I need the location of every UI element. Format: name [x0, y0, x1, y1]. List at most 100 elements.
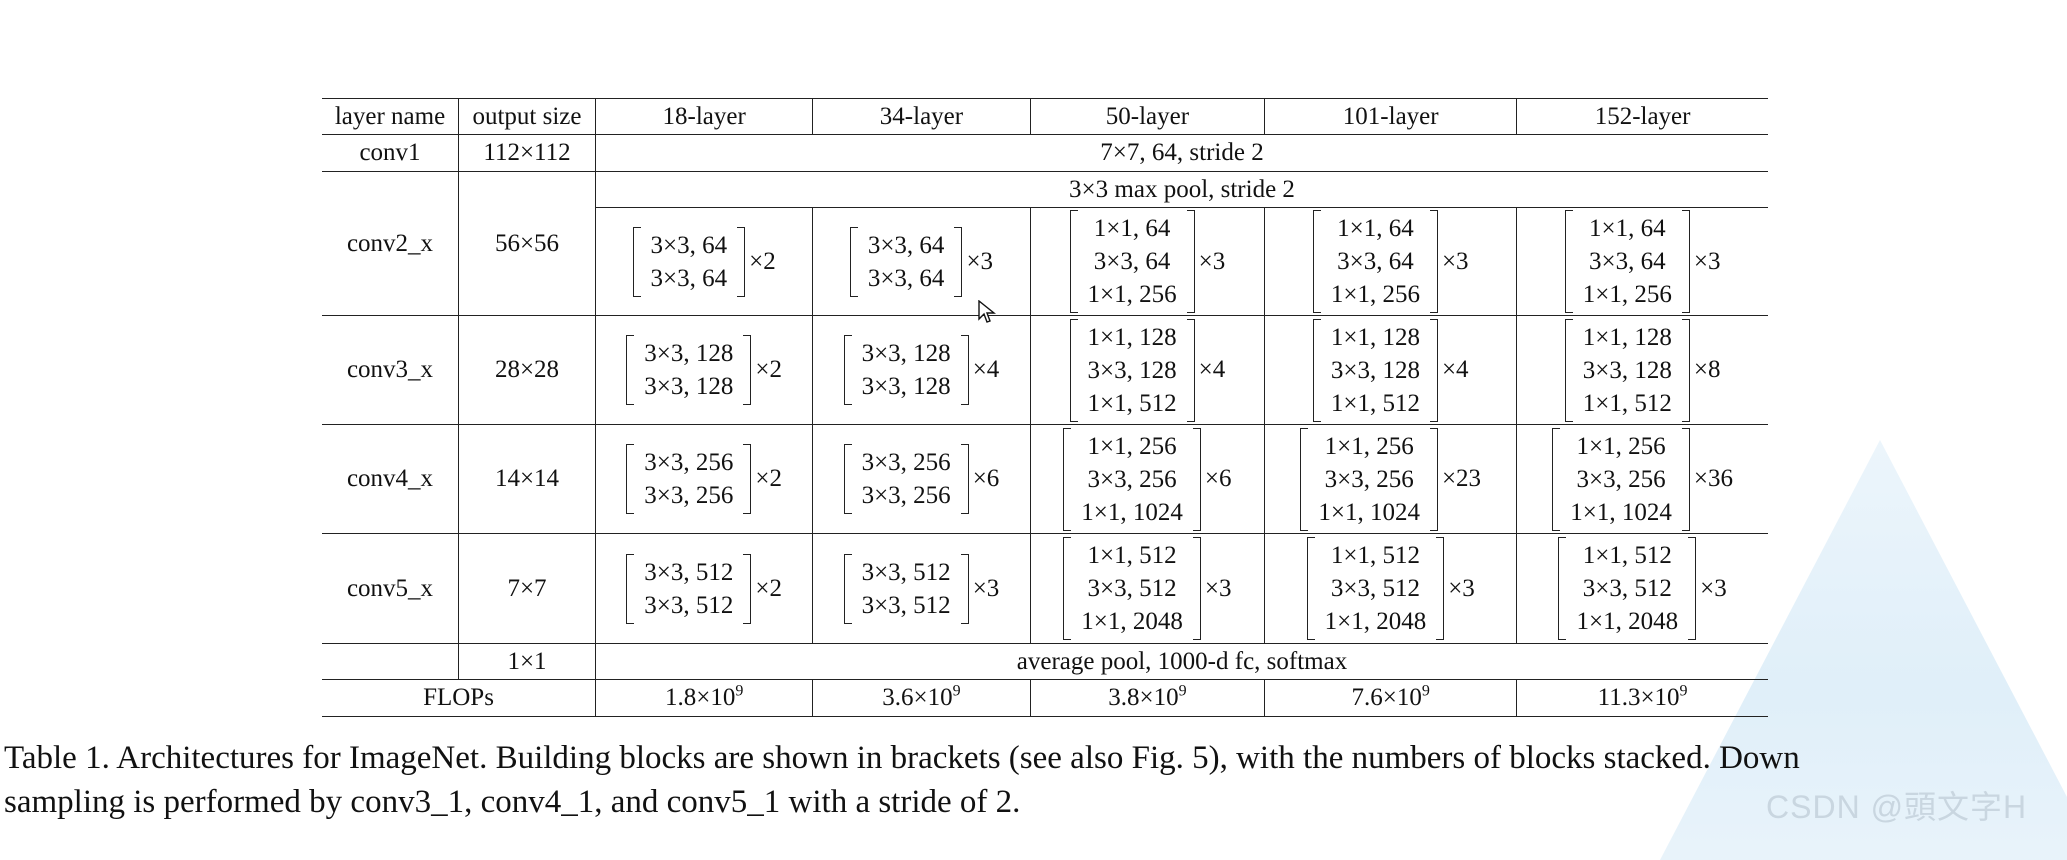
block-layer: 1×1, 128	[1087, 323, 1177, 351]
repeat-count: ×3	[1441, 247, 1469, 275]
repeat-count: ×4	[1198, 356, 1226, 384]
bracket: 3×3, 64 3×3, 64	[849, 226, 963, 297]
block-layer: 3×3, 256	[644, 482, 734, 509]
block-layer: 3×3, 64	[1093, 248, 1171, 275]
bracket: 1×1, 128 3×3, 128 1×1, 512	[1564, 318, 1690, 422]
caption-line: sampling is performed by conv3_1, conv4_…	[4, 784, 1021, 820]
block-layer: 3×3, 128	[861, 373, 951, 400]
block-layer: 1×1, 1024	[1570, 498, 1672, 526]
layer-name: conv1	[322, 134, 459, 172]
block-layer: 1×1, 256	[1324, 432, 1414, 460]
block-layer: 3×3, 128	[644, 340, 734, 367]
flops-label: FLOPs	[322, 679, 596, 717]
block-cell: 1×1, 64 3×3, 64 1×1, 256 ×3	[1029, 207, 1266, 316]
repeat-count: ×3	[1198, 247, 1226, 275]
block-layer: 3×3, 128	[1582, 356, 1672, 384]
output-size: 56×56	[458, 171, 596, 316]
mouse-cursor-icon	[978, 300, 996, 323]
repeat-count: ×8	[1693, 356, 1721, 384]
residual-block: 1×1, 64 3×3, 64 1×1, 256 ×3	[1069, 210, 1226, 313]
block-layer: 1×1, 512	[1582, 389, 1672, 417]
block-layer: 3×3, 64	[867, 264, 945, 292]
col-header: 101-layer	[1264, 98, 1518, 135]
layer-name: conv4_x	[322, 424, 459, 534]
repeat-count: ×3	[1700, 574, 1727, 602]
repeat-count: ×2	[755, 356, 782, 384]
block-layer: 1×1, 128	[1330, 323, 1420, 351]
bracket: 3×3, 512 3×3, 512	[626, 553, 752, 624]
watermark-text: CSDN @頭文字H	[1766, 789, 2028, 825]
block-layer: 3×3, 64	[650, 264, 728, 292]
output-size: 7×7	[458, 533, 596, 644]
block-layer: 3×3, 256	[1576, 465, 1666, 493]
caption-line: Table 1. Architectures for ImageNet. Bui…	[4, 740, 1800, 776]
block-layer: 3×3, 64	[1588, 248, 1666, 275]
block-layer: 1×1, 2048	[1081, 608, 1183, 635]
header-row: layer name output size 18-layer 34-layer…	[322, 98, 1768, 135]
row-final: 1×1 average pool, 1000-d fc, softmax	[322, 643, 1768, 680]
output-size: 28×28	[458, 315, 596, 425]
repeat-count: ×2	[755, 574, 782, 602]
repeat-count: ×23	[1441, 465, 1482, 493]
block-cell: 1×1, 512 3×3, 512 1×1, 2048 ×3	[1516, 533, 1768, 644]
repeat-count: ×6	[1204, 465, 1232, 493]
block-layer: 1×1, 256	[1087, 281, 1177, 308]
block-layer: 1×1, 2048	[1576, 608, 1679, 635]
block-layer: 3×3, 512	[1582, 575, 1672, 602]
repeat-count: ×3	[1204, 574, 1232, 602]
block-layer: 3×3, 64	[867, 231, 945, 259]
col-header: output size	[458, 98, 596, 135]
block-layer: 3×3, 256	[1087, 465, 1177, 493]
block-cell: 1×1, 128 3×3, 128 1×1, 512 ×8	[1516, 315, 1768, 425]
block-layer: 1×1, 256	[1582, 281, 1672, 308]
block-layer: 3×3, 64	[1337, 248, 1414, 275]
row-flops: FLOPs 1.8×109 3.6×109 3.8×109 7.6×109 11…	[322, 679, 1768, 717]
block-layer: 1×1, 128	[1582, 323, 1672, 351]
block-layer: 1×1, 1024	[1081, 498, 1183, 526]
row-conv2-pool: conv2_x 56×56 3×3 max pool, stride 2	[322, 171, 1768, 316]
block-layer: 3×3, 512	[644, 558, 734, 586]
block-layer: 1×1, 512	[1330, 542, 1420, 569]
repeat-count: ×3	[1693, 247, 1721, 275]
block-layer: 3×3, 512	[861, 591, 951, 619]
block-layer: 3×3, 512	[861, 558, 951, 586]
block-layer: 1×1, 1024	[1318, 498, 1420, 526]
block-layer: 1×1, 512	[1582, 542, 1672, 569]
layer-name: conv3_x	[322, 315, 459, 425]
col-header: 34-layer	[812, 98, 1031, 135]
repeat-count: ×2	[755, 465, 782, 493]
block-layer: 1×1, 64	[1093, 215, 1171, 242]
layer-name-empty	[322, 643, 459, 680]
residual-block: 3×3, 512 3×3, 512 ×2	[626, 553, 782, 624]
repeat-count: ×3	[966, 247, 994, 275]
flops-value: 3.8×109	[1029, 679, 1266, 717]
repeat-count: ×6	[972, 465, 1000, 493]
bracket: 1×1, 512 3×3, 512 1×1, 2048	[1558, 537, 1696, 640]
block-layer: 1×1, 256	[1330, 281, 1420, 308]
block-layer: 3×3, 512	[644, 591, 734, 619]
